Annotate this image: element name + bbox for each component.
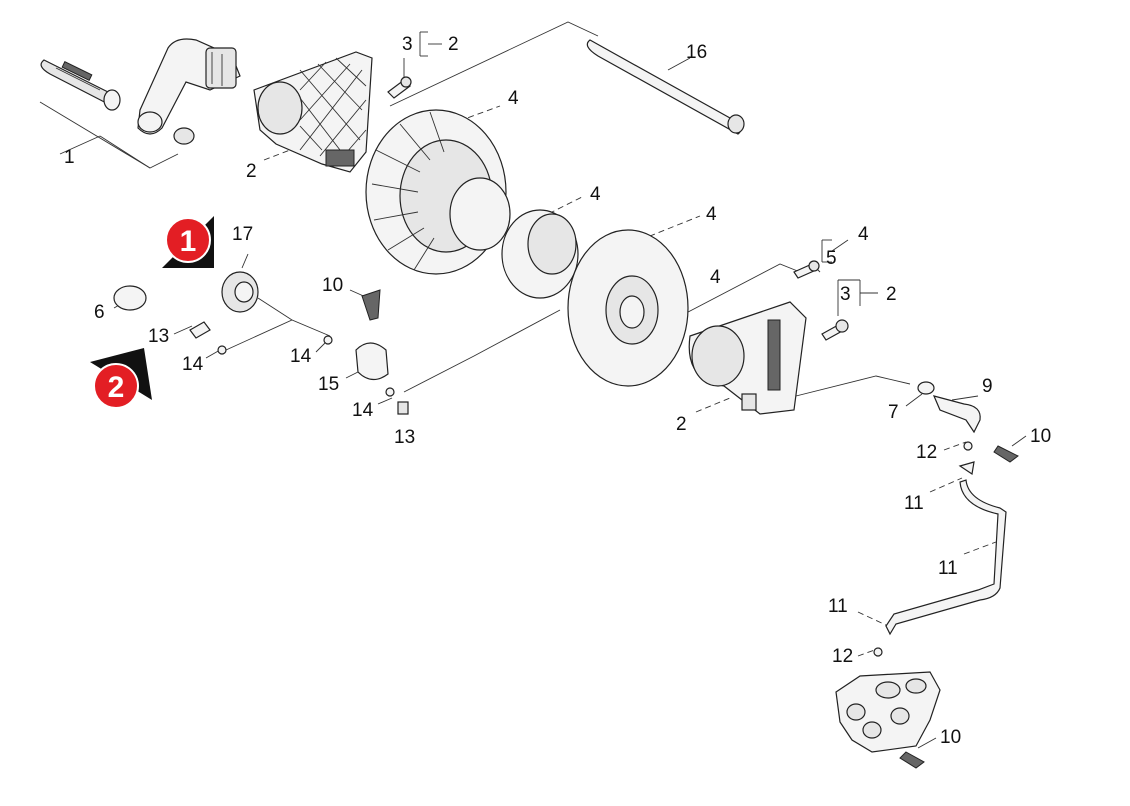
reel-bracket-part <box>688 301 807 415</box>
callout-4-c: 4 <box>706 204 717 225</box>
callout-6: 6 <box>94 302 105 323</box>
crank-housing-part <box>253 51 373 173</box>
marker-1-icon: 1 <box>162 216 214 268</box>
callout-2-right: 2 <box>886 284 897 305</box>
callout-13-b: 13 <box>394 427 415 448</box>
callout-4-e: 4 <box>710 267 721 288</box>
screw-part <box>387 76 412 99</box>
swivel-joint-parts <box>113 271 409 415</box>
callout-4-b: 4 <box>590 184 601 205</box>
pump-head-part <box>835 671 941 769</box>
callout-2-top: 2 <box>448 34 459 55</box>
svg-text:1: 1 <box>180 225 197 258</box>
callout-11-b: 11 <box>938 558 958 579</box>
callout-5: 5 <box>826 248 837 269</box>
callout-14-a: 14 <box>182 354 204 375</box>
callout-4-d: 4 <box>858 224 869 245</box>
callout-11-c: 11 <box>828 596 848 617</box>
callout-10-a: 10 <box>322 275 343 296</box>
callout-labels: 1 2 3 16 4 2 4 4 17 6 13 14 10 14 15 14 … <box>64 34 1051 748</box>
callout-1: 1 <box>64 147 75 168</box>
callout-10-b: 10 <box>1030 426 1051 447</box>
callout-2-bottom: 2 <box>676 414 687 435</box>
callout-2-left: 2 <box>246 161 257 182</box>
callout-15: 15 <box>318 374 339 395</box>
callout-13-a: 13 <box>148 326 169 347</box>
drum-disc-part <box>567 229 689 387</box>
callout-3-top: 3 <box>402 34 413 55</box>
crank-arm-part <box>137 38 241 145</box>
callout-11-a: 11 <box>904 493 924 514</box>
drum-ring-part <box>501 209 579 299</box>
callout-10-c: 10 <box>940 727 961 748</box>
drum-half-part <box>365 109 511 275</box>
callout-12-b: 12 <box>832 646 853 667</box>
callout-14-c: 14 <box>352 400 374 421</box>
callout-9: 9 <box>982 376 993 397</box>
callout-7: 7 <box>888 402 899 423</box>
callout-12-a: 12 <box>916 442 937 463</box>
handle-grip-part <box>40 59 121 111</box>
callout-17: 17 <box>232 224 253 245</box>
screw-part-right <box>793 260 849 341</box>
callout-14-b: 14 <box>290 346 312 367</box>
marker-2-icon: 2 <box>90 348 152 409</box>
hose-connector-parts <box>873 381 1019 657</box>
rod-part <box>586 39 745 135</box>
callout-16: 16 <box>686 42 707 63</box>
svg-text:2: 2 <box>108 371 125 404</box>
callout-4-a: 4 <box>508 88 519 109</box>
callout-3-right: 3 <box>840 284 851 305</box>
